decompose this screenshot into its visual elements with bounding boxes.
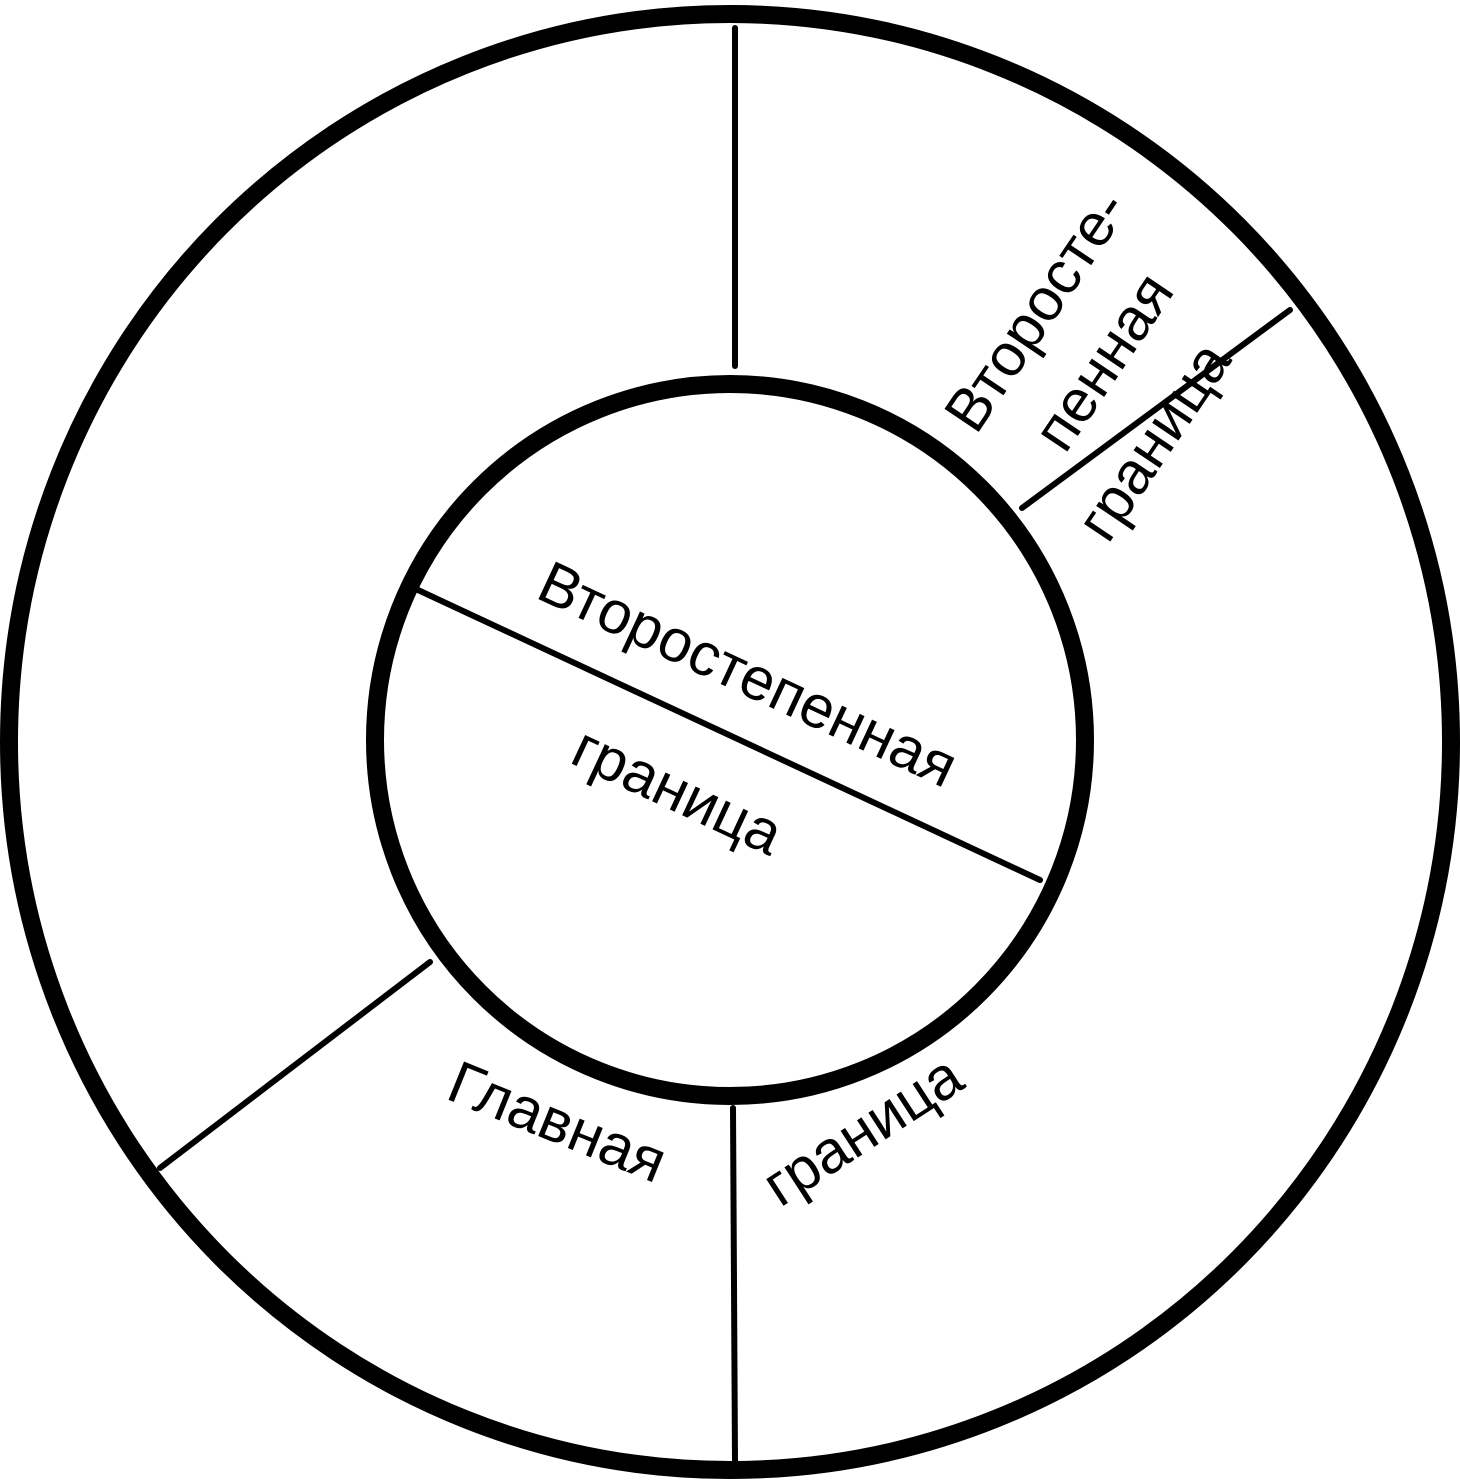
divider-inner-chord [415,587,1043,883]
divider-lower-left [157,959,433,1171]
label-main-line1: Главная [439,1048,676,1196]
divider-bottom [730,1105,738,1465]
inner-ring [366,375,1094,1105]
divider-upper-right [1019,307,1293,511]
outer-ring [0,5,1460,1479]
label-inner-secondary-line2: граница [563,713,794,868]
